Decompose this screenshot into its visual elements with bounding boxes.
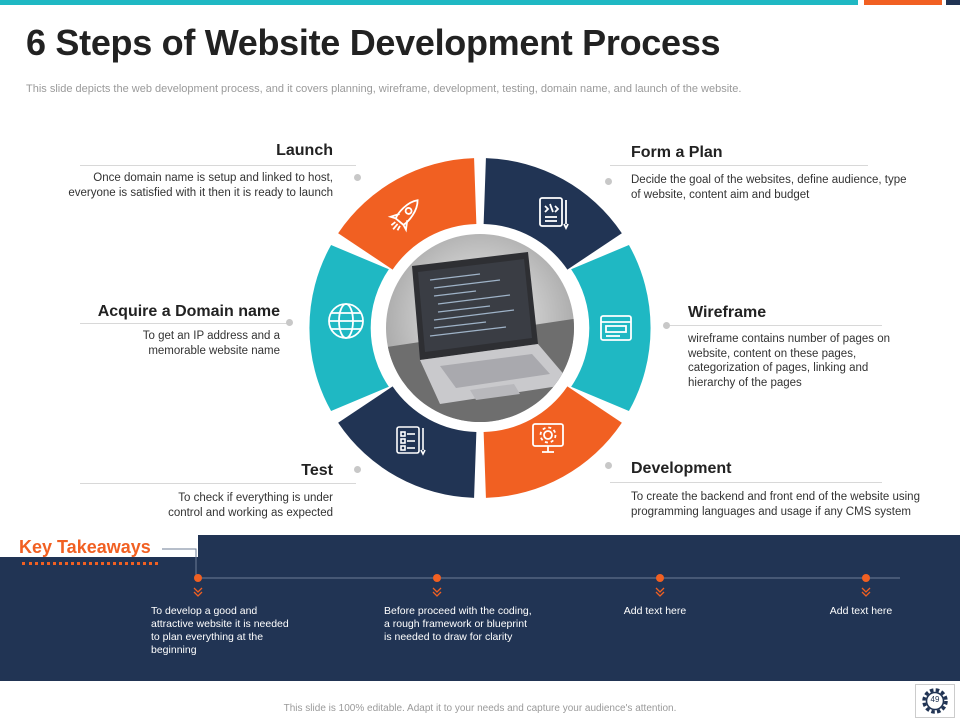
gear-icon: [922, 688, 948, 714]
key-takeaways-panel: [0, 535, 960, 681]
key-takeaways-title-bg: [0, 535, 198, 557]
key-takeaways-underline: [22, 562, 158, 565]
timeline-node: [432, 574, 442, 597]
connector-dot-wireframe: [663, 322, 670, 329]
top-accent-teal: [0, 0, 858, 5]
key-takeaways-title: Key Takeaways: [19, 537, 151, 557]
takeaway-item: Add text here: [623, 605, 687, 617]
globe-icon: [328, 303, 364, 339]
step-desc-launch: Once domain name is setup and linked to …: [68, 172, 333, 199]
timeline-node: [193, 574, 203, 597]
page-subtitle: This slide depicts the web development p…: [26, 83, 742, 95]
divider-launch: [80, 165, 356, 166]
page-title: 6 Steps of Website Development Process: [26, 22, 721, 63]
step-desc-wireframe: wireframe contains number of pages on we…: [688, 333, 890, 389]
top-accent-orange: [864, 0, 942, 5]
connector-dot-test: [354, 466, 361, 473]
step-title-wireframe: Wireframe: [688, 304, 767, 321]
takeaway-item: Before proceed with the coding, a rough …: [384, 605, 532, 643]
segment-acquire-domain: [309, 244, 389, 412]
step-title-acquire-domain: Acquire a Domain name: [97, 303, 280, 320]
process-wheel: [309, 158, 651, 498]
divider-test: [80, 483, 356, 484]
step-desc-test: To check if everything is under control …: [168, 492, 333, 519]
laptop-photo: [386, 234, 574, 422]
top-accent-navy: [946, 0, 960, 5]
divider-form-a-plan: [610, 165, 868, 166]
connector-dot-development: [605, 462, 612, 469]
divider-wireframe: [668, 325, 882, 326]
checklist-icon: [396, 426, 426, 456]
monitor-gear-icon: [532, 423, 564, 453]
step-desc-development: To create the backend and front end of t…: [631, 491, 920, 518]
segment-development: [483, 386, 622, 498]
connector-dot-acquire-domain: [286, 319, 293, 326]
takeaway-item: To develop a good and attractive website…: [151, 605, 289, 656]
step-title-development: Development: [631, 460, 732, 477]
segment-form-a-plan: [483, 158, 622, 270]
page-number: 49: [930, 695, 940, 704]
connector-dot-launch: [354, 174, 361, 181]
divider-acquire-domain: [80, 323, 288, 324]
code-document-icon: [539, 197, 569, 231]
step-title-form-a-plan: Form a Plan: [631, 144, 723, 161]
step-desc-acquire-domain: To get an IP address and a memorable web…: [142, 330, 280, 357]
timeline-node: [655, 574, 665, 597]
divider-development: [610, 482, 882, 483]
rocket-icon: [387, 199, 419, 233]
timeline-node: [861, 574, 871, 597]
takeaways-timeline: [162, 548, 900, 597]
step-title-test: Test: [301, 462, 333, 479]
connector-dot-form-a-plan: [605, 178, 612, 185]
browser-window-icon: [600, 315, 632, 341]
footer-note: This slide is 100% editable. Adapt it to…: [283, 703, 677, 714]
segment-test: [338, 386, 477, 498]
step-title-launch: Launch: [276, 142, 333, 159]
segment-wireframe: [571, 244, 651, 412]
page-number-badge: 49: [915, 684, 955, 718]
takeaway-item: Add text here: [829, 605, 893, 617]
step-desc-form-a-plan: Decide the goal of the websites, define …: [631, 174, 907, 201]
